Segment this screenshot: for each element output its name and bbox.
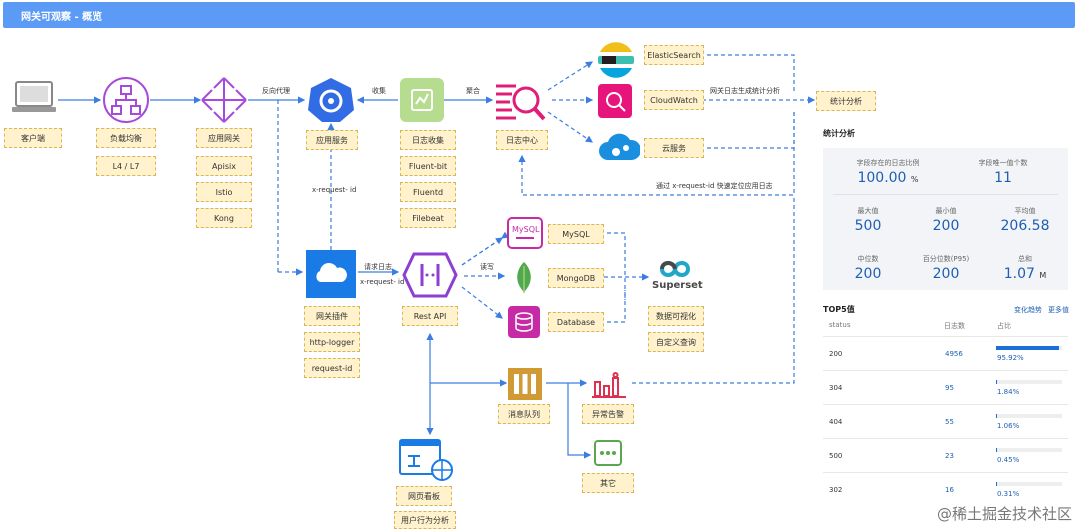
- watermark: @稀土掘金技术社区: [936, 505, 1072, 523]
- trend-link[interactable]: 变化趋势: [1014, 306, 1042, 314]
- gateway-item: Apisix: [196, 156, 252, 176]
- alert-chart-icon: [592, 372, 626, 402]
- rest-api-icon: [400, 250, 460, 304]
- node-load-balancer: 负载均衡: [96, 128, 156, 148]
- collector-item: Fluent-bit: [400, 156, 456, 176]
- ratio-bar: [996, 414, 1062, 418]
- node-data-viz: 数据可视化: [648, 306, 704, 326]
- node-message-queue: 消息队列: [498, 404, 550, 424]
- queue-icon: [508, 368, 542, 404]
- gateway-item: Istio: [196, 182, 252, 202]
- top5-title: TOP5值: [823, 305, 855, 314]
- node-app-service: 应用服务: [306, 130, 358, 150]
- laptop-icon: [12, 80, 56, 118]
- node-gateway-plugin: 网关插件: [304, 306, 360, 326]
- log-center-icon: [494, 76, 548, 128]
- cloud-plugin-icon: [306, 250, 356, 302]
- web-dashboard-icon: [398, 438, 454, 486]
- ratio-bar: [996, 448, 1062, 452]
- metric: 百分位数(P95)200: [922, 255, 970, 282]
- col-count: 日志数: [944, 322, 965, 330]
- database-icon: [508, 306, 540, 342]
- col-status: status: [829, 321, 851, 329]
- gateway-item: Kong: [196, 208, 252, 228]
- node-mysql: MySQL: [548, 224, 604, 244]
- node-rest-api: Rest API: [402, 306, 458, 326]
- node-mongodb: MongoDB: [548, 268, 604, 288]
- cloud-service-icon: [598, 130, 642, 168]
- elasticsearch-icon: [596, 40, 636, 84]
- edge-reverse-proxy: 反向代理: [262, 87, 290, 95]
- svg-text:MySQL: MySQL: [512, 225, 540, 234]
- gateway-icon: [200, 76, 248, 128]
- superset-icon: [650, 258, 700, 284]
- plugin-item: request-id: [304, 358, 360, 378]
- node-database: Database: [548, 312, 604, 332]
- collector-item: Filebeat: [400, 208, 456, 228]
- node-cloud-service: 云服务: [644, 138, 704, 158]
- node-client: 客户端: [4, 128, 62, 148]
- load-balancer-icon: [102, 76, 150, 128]
- stats-title: 统计分析: [823, 129, 855, 138]
- edge-request-log: 请求日志: [364, 263, 392, 271]
- node-log-collect: 日志收集: [400, 130, 456, 150]
- edge-trace: 通过 x-request-id 快速定位应用日志: [656, 182, 773, 190]
- edge-collect: 收集: [372, 87, 386, 95]
- other-icon: [594, 440, 622, 470]
- node-gateway: 应用网关: [196, 128, 252, 148]
- cloudwatch-icon: [598, 84, 632, 122]
- node-user-behavior: 用户行为分析: [394, 511, 456, 529]
- superset-label: Superset: [652, 280, 703, 291]
- col-ratio: 占比: [997, 322, 1011, 330]
- edge-log-stats: 网关日志生成统计分析: [710, 87, 780, 95]
- collector-item: Fluentd: [400, 182, 456, 202]
- node-elasticsearch: ElasticSearch: [644, 45, 704, 65]
- mongodb-icon: [512, 260, 536, 298]
- edge-read-write: 读写: [480, 263, 494, 271]
- kubernetes-icon: [306, 76, 356, 128]
- ratio-bar: [996, 380, 1062, 384]
- node-lb-type: L4 / L7: [96, 156, 156, 176]
- more-values-link[interactable]: 更多值: [1048, 306, 1069, 314]
- node-log-center: 日志中心: [496, 130, 548, 150]
- edge-xrid-up: x-request- id: [312, 186, 357, 194]
- node-other: 其它: [582, 473, 634, 493]
- node-stats-analysis: 统计分析: [816, 91, 876, 111]
- page-title: 网关可观察 - 概览: [21, 12, 103, 23]
- mysql-icon: MySQL: [506, 216, 546, 254]
- edge-xrid: x-request- id: [360, 278, 405, 286]
- edge-aggregate: 聚合: [466, 87, 480, 95]
- plugin-item: http-logger: [304, 332, 360, 352]
- node-cloudwatch: CloudWatch: [644, 90, 704, 110]
- ratio-bar: [996, 346, 1062, 350]
- top-bar: 网关可观察 - 概览: [3, 2, 1075, 28]
- log-collect-icon: [400, 78, 444, 126]
- node-custom-query: 自定义查询: [648, 332, 704, 352]
- node-web-dashboard: 网页看板: [396, 486, 452, 506]
- node-alert: 异常告警: [582, 404, 634, 424]
- ratio-bar: [996, 482, 1062, 486]
